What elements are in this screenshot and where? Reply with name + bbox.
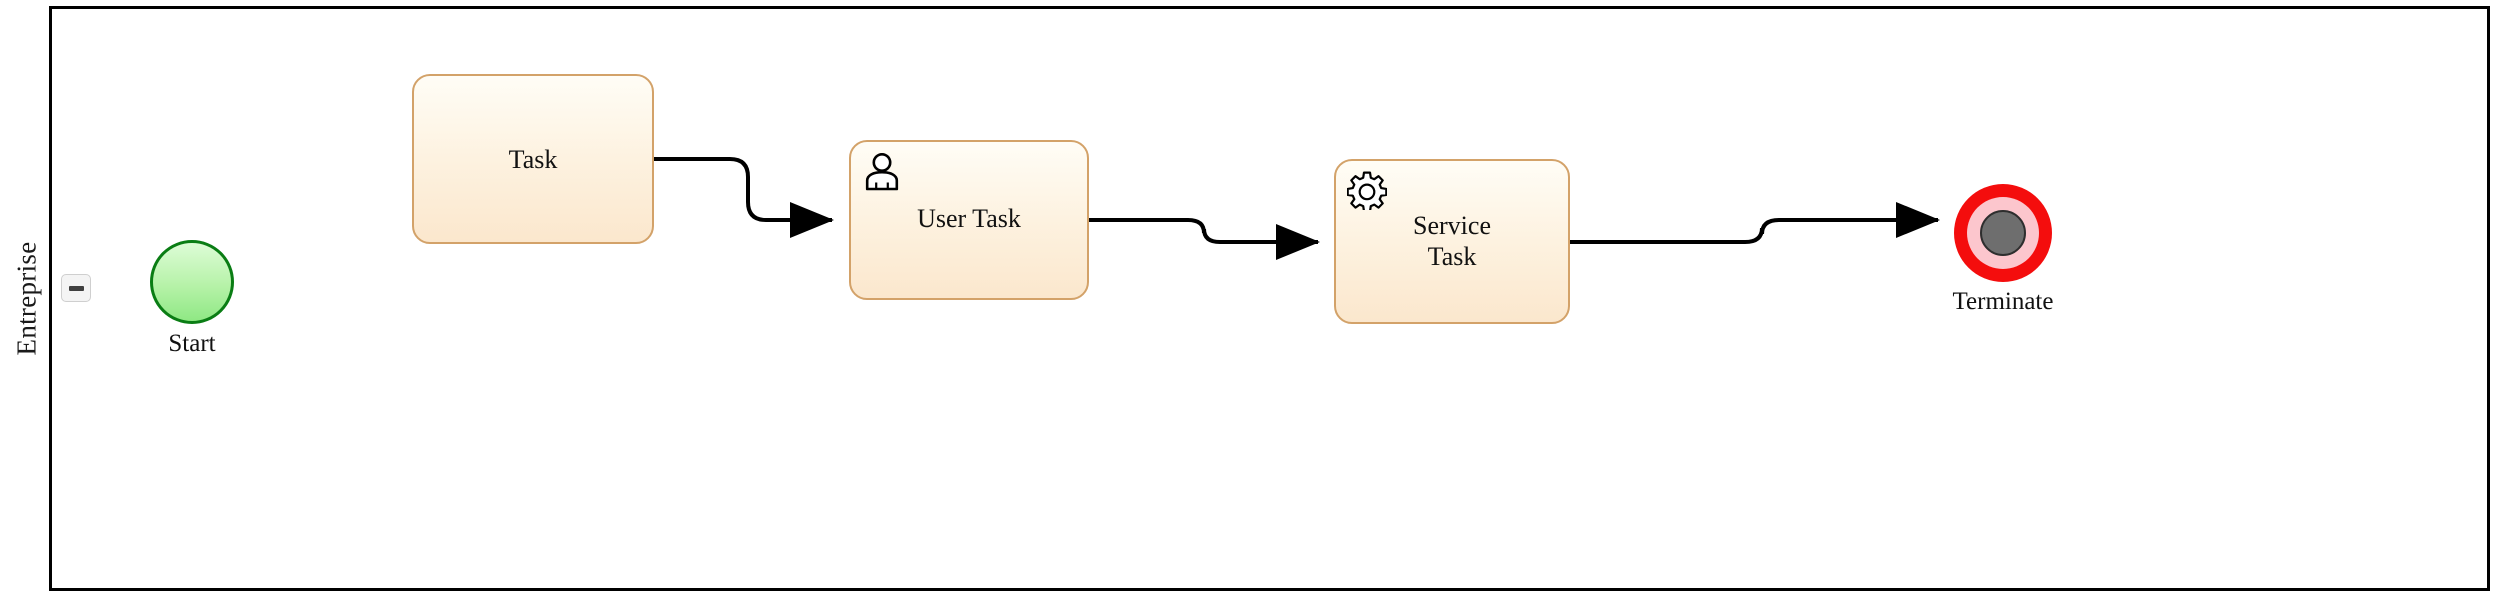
user-task-activity-label: User Task <box>917 204 1021 233</box>
terminate-end-event[interactable] <box>1954 184 2052 282</box>
start-event-label: Start <box>168 330 216 357</box>
task-activity-label: Task <box>508 145 558 174</box>
collapse-lane-button[interactable] <box>61 274 91 302</box>
terminate-end-event-label: Terminate <box>1952 288 2054 315</box>
service-task-label-line-2: Task <box>1427 241 1477 271</box>
minus-icon <box>68 285 84 291</box>
user-task-activity[interactable]: User Task <box>849 140 1089 300</box>
end-event-middle-ring <box>1967 197 2039 269</box>
task-activity[interactable]: Task <box>412 74 654 244</box>
lane-header: Entreprise <box>4 6 52 591</box>
terminate-marker-icon <box>1980 210 2026 256</box>
start-event[interactable] <box>150 240 234 324</box>
lane-label: Entreprise <box>11 241 42 356</box>
service-task-activity-label: Service Task <box>1336 211 1568 272</box>
user-icon <box>862 151 902 191</box>
gear-icon <box>1347 170 1387 210</box>
service-task-activity[interactable]: Service Task <box>1334 159 1570 324</box>
service-task-label-line-1: Service <box>1413 211 1491 240</box>
